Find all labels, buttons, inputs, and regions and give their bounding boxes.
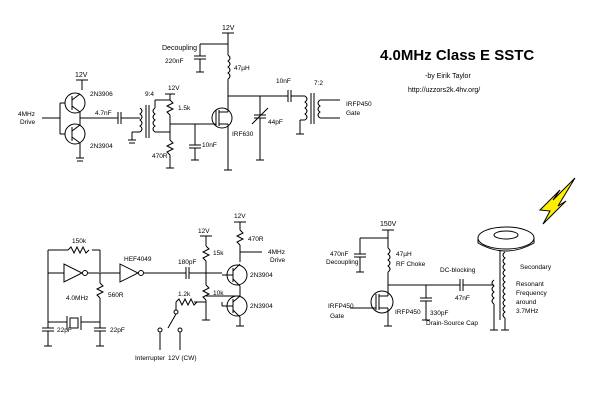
label-4.7nf: 4.7nF <box>95 110 112 117</box>
label-decoupling-top: Decoupling <box>162 45 197 52</box>
label-2n3904-top: 2N3904 <box>250 272 273 279</box>
mosfet-irf630 <box>211 107 233 129</box>
label-2n3904-driver: 2N3904 <box>90 143 113 150</box>
inductor-rf-choke <box>387 247 391 273</box>
label-470r-gate: 470R <box>152 153 168 160</box>
gate-driver-circuit: 12V 2N3906 2N3904 4MHz Drive 4.7nF 9:4 <box>18 25 372 171</box>
label-gate-in-2: Gate <box>330 313 344 320</box>
label-220nf: 220nF <box>165 58 183 65</box>
label-rf-choke: RF Choke <box>396 261 426 268</box>
resistor-1k5 <box>165 99 175 116</box>
toroid-hole <box>493 230 519 240</box>
inverter-1 <box>63 263 84 283</box>
switch-common <box>173 309 179 315</box>
label-drive-out-1: 4MHz <box>268 249 285 256</box>
label-12v-osc: 12V <box>198 228 210 235</box>
secondary-coil <box>502 251 506 319</box>
label-1k2: 1.2k <box>178 291 191 298</box>
label-resonance-4: 3.7MHz <box>516 308 538 315</box>
label-470r-osc: 470R <box>248 236 264 243</box>
label-1k5: 1.5k <box>178 105 191 112</box>
label-interrupter: Interrupter <box>135 355 166 362</box>
gdt-secondary <box>152 107 156 133</box>
resistor-15k <box>201 245 211 262</box>
label-gdt-ratio: 9:4 <box>145 91 154 98</box>
label-crystal: 4.0MHz <box>66 295 88 302</box>
label-10nf-gate: 10nF <box>202 142 217 149</box>
primary-coil <box>491 279 495 305</box>
label-12v-bias: 12V <box>168 85 180 92</box>
resistor-150k <box>67 245 90 255</box>
label-560r: 560R <box>108 292 124 299</box>
page-title: 4.0MHz Class E SSTC <box>380 47 534 64</box>
label-2n3904-bottom: 2N3904 <box>250 303 273 310</box>
resistor-470r-osc <box>235 229 245 246</box>
resistor-10k <box>201 284 211 301</box>
label-resonance-2: Frequency <box>516 290 547 297</box>
output-xfmr-primary <box>304 95 308 121</box>
power-stage-circuit: 150V 470nF Decoupling 47µH RF Choke IRFP… <box>326 177 576 331</box>
label-secondary: Secondary <box>520 264 552 271</box>
label-hef4049: HEF4049 <box>124 256 152 263</box>
label-gate-out-1: IRFP450 <box>346 101 372 108</box>
author-credit: -by Eirik Taylor <box>425 73 471 80</box>
label-10nf-out: 10nF <box>276 78 291 85</box>
mosfet-irfp450 <box>370 290 394 314</box>
label-irf630: IRF630 <box>232 131 254 138</box>
label-12v-cw: 12V (CW) <box>168 355 197 362</box>
label-12v-out: 12V <box>234 213 246 220</box>
label-22pf-2: 22pF <box>110 327 125 334</box>
label-resonance-3: around <box>516 299 537 306</box>
label-drive-in-2: Drive <box>20 119 36 126</box>
label-47uh-power: 47µH <box>396 251 412 258</box>
label-330pf: 330pF <box>430 310 448 317</box>
label-gate-in-1: IRFP450 <box>328 303 354 310</box>
toroid-topload <box>477 226 535 250</box>
label-drive-in-1: 4MHz <box>18 111 35 118</box>
label-47uh-top: 47µH <box>234 65 250 72</box>
label-dc-blocking: DC-blocking <box>440 267 476 274</box>
switch-contact-1 <box>157 327 163 333</box>
label-gate-out-2: Gate <box>346 110 360 117</box>
label-15k: 15k <box>213 250 224 257</box>
gdt-primary <box>139 107 143 133</box>
label-22pf-1: 22pF <box>57 327 72 334</box>
resistor-470r-gate <box>165 139 175 156</box>
inverter-2 <box>119 263 140 283</box>
inductor-47uh-top <box>227 54 231 80</box>
crystal-4mhz <box>69 317 79 329</box>
label-470nf: 470nF <box>330 251 348 258</box>
transistor-pnp <box>64 92 86 114</box>
resistor-1k2 <box>175 297 198 307</box>
switch-contact-2 <box>177 327 183 333</box>
label-ds-cap: Drain-Source Cap <box>426 320 478 327</box>
label-150k: 150k <box>72 238 87 245</box>
label-decoupling-power: Decoupling <box>326 259 359 266</box>
label-10k: 10k <box>213 290 224 297</box>
label-drive-out-2: Drive <box>270 257 286 264</box>
label-44pf: 44pF <box>268 119 283 126</box>
label-150v: 150V <box>380 221 397 228</box>
label-180pf: 180pF <box>178 259 196 266</box>
label-resonance-1: Resonant <box>516 281 544 288</box>
label-47nf: 47nF <box>455 295 470 302</box>
author-url: http://uzzors2k.4hv.org/ <box>408 87 480 94</box>
label-12v-supply: 12V <box>222 25 235 32</box>
spark-icon <box>538 177 576 225</box>
label-12v-driver: 12V <box>75 72 88 79</box>
label-out-ratio: 7:2 <box>314 80 323 87</box>
output-xfmr-secondary <box>317 99 321 119</box>
transistor-npn <box>64 123 86 145</box>
oscillator-circuit: 150k HEF4049 560R 4.0MHz 22pF <box>42 213 286 362</box>
resistor-560r <box>95 282 105 299</box>
label-irfp450: IRFP450 <box>395 309 421 316</box>
label-2n3906: 2N3906 <box>90 91 113 98</box>
